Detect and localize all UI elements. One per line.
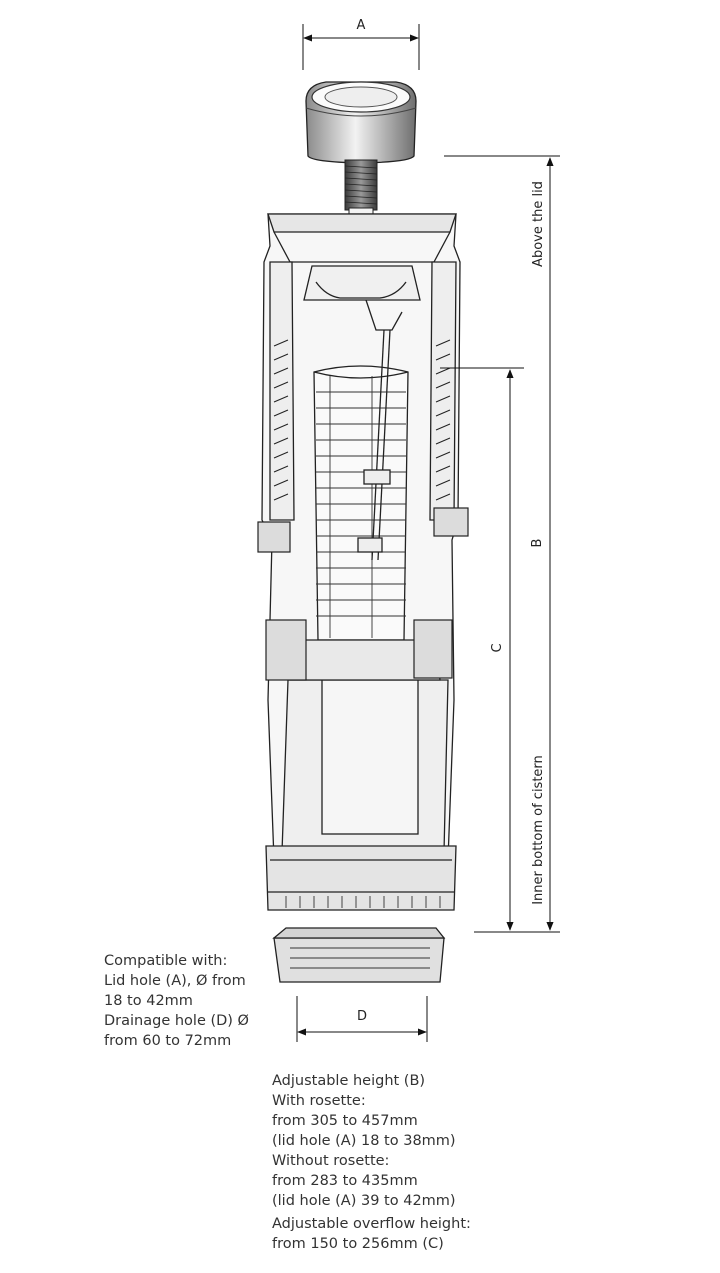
overflow-line: from 150 to 256mm (C): [272, 1236, 444, 1252]
base-grille: [285, 896, 441, 969]
inner-bottom-label: Inner bottom of cistern: [531, 755, 546, 905]
dimension-lines-right: [440, 155, 560, 933]
compatibility-line: Drainage hole (D) Ø: [104, 1013, 249, 1029]
compatibility-line: Compatible with:: [104, 953, 228, 969]
lever-linkage: [303, 265, 421, 561]
adjustable-line: Adjustable height (B): [272, 1073, 426, 1089]
dimension-a-label: A: [357, 18, 366, 33]
compatibility-note: Compatible with: Lid hole (A), Ø from 18…: [104, 951, 249, 1051]
overflow-height-note: Adjustable overflow height: from 150 to …: [272, 1214, 471, 1254]
compatibility-line: Lid hole (A), Ø from: [104, 973, 246, 989]
adjustable-line: from 305 to 457mm: [272, 1113, 418, 1129]
valve-body: [261, 213, 461, 983]
compatibility-line: from 60 to 72mm: [104, 1033, 232, 1049]
adjustable-line: (lid hole (A) 39 to 42mm): [272, 1193, 456, 1209]
above-lid-label: Above the lid: [531, 181, 546, 267]
adjustable-line: With rosette:: [272, 1093, 366, 1109]
push-button: [305, 81, 417, 164]
dimension-b-label: B: [530, 539, 545, 548]
compatibility-line: 18 to 42mm: [104, 993, 193, 1009]
ratchet-teeth: [273, 339, 451, 501]
dimension-c-label: C: [490, 643, 505, 652]
adjustable-height-note: Adjustable height (B) With rosette: from…: [272, 1071, 456, 1211]
dimension-d: [296, 996, 428, 1042]
adjustable-line: from 283 to 435mm: [272, 1173, 418, 1189]
dimension-d-label: D: [357, 1009, 367, 1024]
overflow-line: Adjustable overflow height:: [272, 1216, 471, 1232]
side-clips: [257, 507, 469, 681]
adjustable-line: (lid hole (A) 18 to 38mm): [272, 1133, 456, 1149]
adjustable-line: Without rosette:: [272, 1153, 390, 1169]
threaded-stem: [344, 159, 378, 223]
dimension-a: [302, 24, 420, 70]
